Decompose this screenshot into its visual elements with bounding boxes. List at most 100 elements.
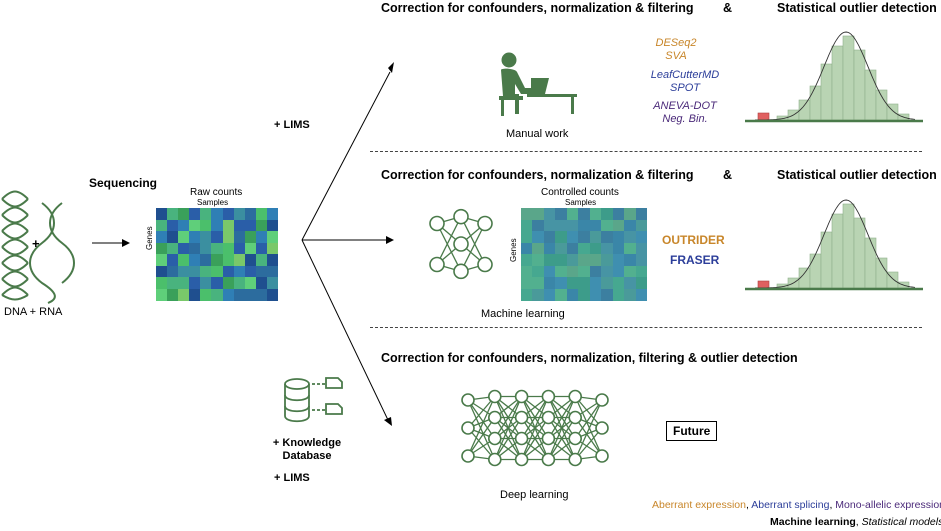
legend-machine-learning: Machine learning bbox=[770, 516, 856, 528]
heatmap-cell bbox=[589, 208, 602, 220]
heatmap-cell bbox=[233, 277, 246, 289]
network-node bbox=[568, 389, 582, 404]
heatmap-cell bbox=[532, 254, 545, 266]
heatmap-cell bbox=[200, 242, 212, 255]
heatmap-cell bbox=[211, 208, 224, 220]
legend-line-1: Aberrant expression, Aberrant splicing, … bbox=[652, 499, 941, 511]
heatmap-cell bbox=[222, 254, 235, 266]
network-edge bbox=[436, 223, 462, 272]
network-node bbox=[477, 215, 493, 232]
heatmap-cell bbox=[178, 277, 190, 289]
heatmap-cell bbox=[200, 265, 212, 278]
network-edge bbox=[467, 396, 496, 457]
branch-arrows bbox=[301, 62, 394, 426]
row2-ampersand: & bbox=[723, 168, 733, 182]
legend-sep: , bbox=[855, 516, 862, 528]
heatmap-cell bbox=[200, 208, 212, 220]
network-node bbox=[514, 389, 529, 404]
heatmap-cell bbox=[532, 219, 545, 232]
heatmap-cell bbox=[156, 288, 168, 301]
heatmap-cell bbox=[624, 231, 637, 243]
heatmap-cell bbox=[266, 265, 279, 278]
legend-aberrant-splicing: Aberrant splicing bbox=[751, 499, 830, 511]
network-edge bbox=[467, 396, 496, 429]
controlled-genes-label: Genes bbox=[509, 238, 518, 262]
histogram-bar bbox=[864, 237, 877, 289]
heatmap-cell bbox=[578, 254, 591, 266]
heatmap-cell bbox=[589, 265, 602, 278]
histogram-bar bbox=[842, 203, 855, 289]
dna-rna-label: DNA + RNA bbox=[4, 306, 63, 318]
density-curve bbox=[755, 31, 916, 121]
network-edge bbox=[467, 417, 496, 457]
heatmap-cell bbox=[578, 219, 591, 232]
heatmap-cell bbox=[266, 242, 279, 255]
heatmap-cell bbox=[589, 277, 602, 289]
heatmap-cell bbox=[589, 231, 602, 243]
heatmap-cell bbox=[543, 288, 556, 301]
network-node bbox=[429, 256, 445, 273]
network-edge bbox=[494, 396, 523, 439]
heatmap-cell bbox=[532, 277, 545, 289]
network-node bbox=[477, 256, 493, 273]
legend-sep: , bbox=[745, 499, 752, 511]
heatmap-cell bbox=[156, 231, 168, 243]
histogram-bar bbox=[809, 253, 822, 289]
network-node bbox=[541, 389, 556, 404]
heatmap-cell bbox=[624, 208, 637, 220]
heatmap-cell bbox=[543, 265, 556, 278]
outlier-histogram-1 bbox=[745, 31, 923, 123]
future-box: Future bbox=[666, 421, 718, 441]
tool-deseq2: DESeq2 bbox=[655, 37, 697, 49]
network-node bbox=[568, 410, 582, 425]
heatmap-cell bbox=[566, 219, 579, 232]
heatmap-cell bbox=[566, 208, 579, 220]
heatmap-cell bbox=[543, 208, 556, 220]
deep-neural-network-icon bbox=[461, 389, 609, 467]
heatmap-cell bbox=[578, 242, 591, 255]
network-edge bbox=[521, 396, 549, 460]
heatmap-cell bbox=[156, 242, 168, 255]
network-edge bbox=[460, 216, 486, 265]
network-node bbox=[461, 393, 475, 407]
heatmap-cell bbox=[566, 277, 579, 289]
plus-sign: + bbox=[32, 236, 40, 251]
network-node bbox=[453, 263, 469, 280]
network-edge bbox=[521, 417, 549, 460]
heatmap-cell bbox=[211, 288, 224, 301]
tool-aneva-dot: ANEVA-DOT bbox=[653, 100, 717, 112]
heatmap-cell bbox=[255, 231, 268, 243]
heatmap-cell bbox=[211, 231, 224, 243]
network-edge bbox=[494, 396, 523, 460]
heatmap-cell bbox=[624, 254, 637, 266]
tool-leafcuttermd: LeafCutterMD bbox=[650, 69, 720, 81]
database-icon bbox=[284, 377, 343, 423]
heatmap-cell bbox=[635, 219, 648, 232]
network-node bbox=[541, 431, 556, 446]
heatmap-cell bbox=[566, 265, 579, 278]
network-node bbox=[568, 452, 582, 467]
network-node bbox=[487, 389, 502, 404]
deep-learning-label: Deep learning bbox=[500, 489, 569, 501]
heatmap-cell bbox=[178, 231, 190, 243]
heatmap-cell bbox=[189, 288, 201, 301]
heatmap-cell bbox=[635, 254, 648, 266]
histogram-bar bbox=[875, 89, 888, 121]
heatmap-cell bbox=[555, 254, 568, 266]
network-edge bbox=[574, 396, 603, 429]
heatmap-cell bbox=[266, 288, 279, 301]
person-at-desk-icon bbox=[499, 52, 577, 116]
heatmap-cell bbox=[624, 277, 637, 289]
raw-samples-label: Samples bbox=[197, 198, 229, 207]
heatmap-cell bbox=[543, 242, 556, 255]
heatmap-cell bbox=[635, 277, 648, 289]
heatmap-cell bbox=[555, 242, 568, 255]
heatmap-cell bbox=[233, 265, 246, 278]
heatmap-cell bbox=[200, 231, 212, 243]
heatmap-cell bbox=[566, 242, 579, 255]
controlled-counts-heatmap bbox=[521, 208, 648, 301]
tool-sva: SVA bbox=[665, 50, 687, 62]
heatmap-cell bbox=[601, 277, 614, 289]
heatmap-cell bbox=[178, 254, 190, 266]
network-edge bbox=[547, 417, 576, 460]
